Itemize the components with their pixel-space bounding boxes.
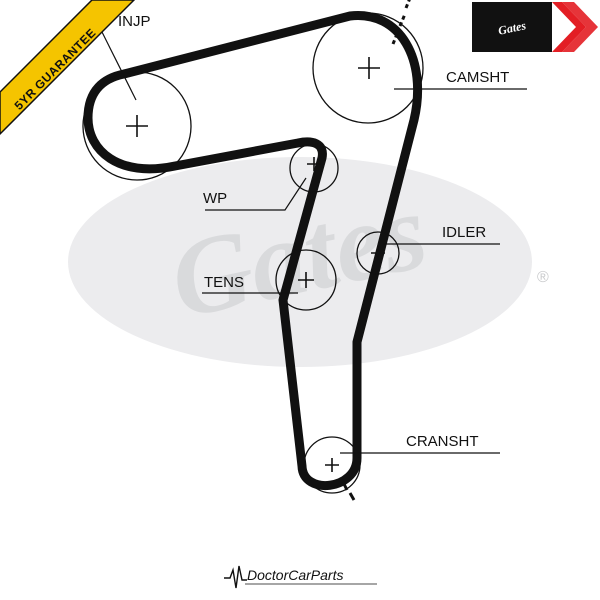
gates-logo: Gates <box>472 2 598 52</box>
label-tens: TENS <box>204 274 244 291</box>
guarantee-banner: 5YR GUARANTEE <box>0 0 136 136</box>
wp-pulley <box>289 143 339 193</box>
camsht-pulley <box>312 12 424 124</box>
label-cransht: CRANSHT <box>406 433 479 450</box>
heartbeat-icon <box>224 565 247 589</box>
label-camsht: CAMSHT <box>446 69 509 86</box>
pulley-labels: INJP CAMSHT WP IDLER TENS CRANSHT <box>118 13 509 450</box>
injp-pulley <box>82 71 192 181</box>
label-wp: WP <box>203 190 227 207</box>
label-idler: IDLER <box>442 224 486 241</box>
idler-pulley <box>356 231 400 275</box>
registered-mark: ® <box>537 269 549 286</box>
timing-marks <box>341 0 411 501</box>
logo-text: Gates <box>497 18 528 38</box>
tens-pulley <box>275 249 337 311</box>
doctorcarparts-brand: DoctorCarParts <box>224 565 377 589</box>
label-injp: INJP <box>118 13 151 30</box>
gates-watermark: Gates ® <box>68 157 549 367</box>
pulley-centers <box>126 57 385 472</box>
timing-belt <box>83 11 422 491</box>
cransht-pulley <box>303 436 361 494</box>
pulleys <box>82 12 424 494</box>
leader-lines <box>99 27 527 454</box>
brand-text: DoctorCarParts <box>247 567 343 583</box>
